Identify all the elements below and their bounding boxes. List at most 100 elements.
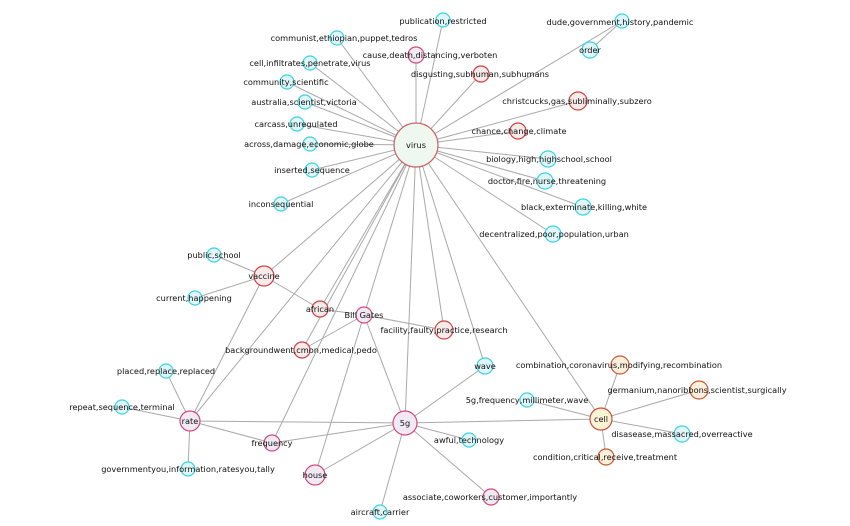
edge-virus-g5 [404, 144, 417, 424]
node-label-n_chance: chance,change,climate [471, 126, 566, 136]
node-n_dude[interactable] [614, 13, 630, 29]
node-label-n_publication: publication,restricted [399, 16, 486, 26]
node-label-billgates: Bill Gates [345, 310, 384, 320]
node-n_across[interactable] [302, 136, 318, 152]
node-label-n_across: across,damage,economic,globe [244, 139, 374, 149]
node-cell[interactable] [589, 407, 613, 431]
node-n_communist[interactable] [329, 30, 345, 46]
node-n_black[interactable] [574, 198, 592, 216]
node-label-n_decentralized: decentralized,poor,population,urban [479, 229, 629, 239]
edge-virus-n_inconsequential [280, 144, 417, 205]
node-label-n_disgusting: disgusting,subhuman,subhumans [411, 69, 549, 79]
node-label-african: african [306, 304, 334, 314]
node-house[interactable] [304, 464, 326, 486]
edge-g5-cell [404, 418, 602, 424]
edge-cell-n_5gfreq [526, 399, 602, 420]
node-n_publication[interactable] [435, 12, 451, 28]
edge-vaccine-n_current [194, 275, 265, 299]
node-virus[interactable] [393, 122, 439, 168]
node-n_cell_infil[interactable] [302, 55, 318, 71]
node-label-n_biology: biology,high,highschool,school [486, 154, 612, 164]
node-n_cause[interactable] [407, 46, 425, 64]
node-billgates[interactable] [355, 306, 373, 324]
node-label-cell: cell [594, 414, 608, 424]
node-n_placed[interactable] [158, 363, 174, 379]
node-rate[interactable] [179, 410, 201, 432]
node-n_order[interactable] [581, 41, 599, 59]
node-label-vaccine: vaccine [248, 271, 279, 281]
edge-virus-n_community [286, 81, 417, 146]
edge-g5-house [314, 422, 406, 476]
node-label-n_governmentyou: governmentyou,information,ratesyou,tally [101, 464, 275, 474]
node-n_inconsequential[interactable] [273, 196, 289, 212]
node-g5[interactable] [392, 410, 418, 436]
edge-g5-n_associate [404, 422, 492, 498]
node-label-n_germanium: germanium,nanoribbons,scientist,surgical… [607, 385, 786, 395]
node-wave[interactable] [476, 357, 494, 375]
node-label-n_doctor: doctor,fire,nurse,threatening [488, 176, 606, 186]
edge-virus-n_facility [415, 144, 445, 331]
node-n_chance[interactable] [509, 122, 527, 140]
node-n_facility[interactable] [434, 320, 454, 340]
node-label-n_placed: placed,replace,replaced [117, 366, 215, 376]
edge-vaccine-rate [189, 275, 265, 422]
node-frequency[interactable] [263, 434, 281, 452]
edge-rate-g5 [189, 420, 406, 424]
node-label-n_inserted: inserted,sequence [274, 165, 350, 175]
node-n_background[interactable] [293, 341, 311, 359]
edge-virus-wave [415, 144, 486, 367]
edge-rate-frequency [189, 420, 273, 444]
edge-g5-wave [404, 365, 486, 424]
node-label-rate: rate [182, 416, 199, 426]
node-label-n_disease: disasease,massacred,overreactive [611, 429, 752, 439]
node-n_aircraft[interactable] [372, 504, 388, 520]
node-n_condition[interactable] [597, 448, 615, 466]
edge-virus-cell [415, 144, 602, 420]
edge-virus-african [319, 144, 417, 310]
node-n_doctor[interactable] [536, 172, 554, 190]
node-n_public[interactable] [206, 247, 222, 263]
node-label-n_public: public,school [187, 250, 241, 260]
node-n_community[interactable] [279, 74, 295, 90]
node-n_associate[interactable] [482, 488, 500, 506]
node-n_governmentyou[interactable] [180, 461, 196, 477]
node-label-house: house [303, 470, 328, 480]
node-n_5gfreq[interactable] [519, 392, 535, 408]
node-n_biology[interactable] [539, 150, 557, 168]
node-n_current[interactable] [187, 290, 203, 306]
node-n_decentralized[interactable] [544, 225, 562, 243]
node-n_awful[interactable] [461, 432, 477, 448]
node-african[interactable] [311, 300, 329, 318]
node-label-n_associate: associate,coworkers,customer,importantly [403, 492, 577, 502]
node-n_christcucks[interactable] [568, 91, 588, 111]
node-n_inserted[interactable] [304, 162, 320, 178]
node-label-n_current: current,happening [156, 293, 232, 303]
edge-billgates-n_facility [363, 314, 445, 331]
node-n_australia[interactable] [297, 94, 313, 110]
node-vaccine[interactable] [253, 265, 275, 287]
edge-vaccine-african [263, 275, 321, 310]
node-label-n_aircraft: aircraft,carrier [351, 507, 410, 517]
node-label-n_condition: condition,critical,receive,treatment [533, 452, 678, 462]
node-n_combination[interactable] [610, 355, 630, 375]
node-n_disgusting[interactable] [472, 65, 490, 83]
edge-virus-n_black [415, 144, 584, 208]
edge-billgates-n_background [301, 314, 365, 351]
node-label-n_combination: combination,coronavirus,modifying,recomb… [516, 360, 722, 370]
node-label-n_carcass: carcass,unregulated [254, 119, 337, 129]
node-n_disease[interactable] [673, 425, 691, 443]
edge-g5-frequency [271, 422, 406, 444]
edge-cell-n_germanium [600, 389, 700, 420]
edge-virus-vaccine [263, 144, 417, 277]
node-n_repeat[interactable] [114, 399, 130, 415]
node-label-n_community: community,scientific [243, 77, 328, 87]
node-n_carcass[interactable] [289, 116, 305, 132]
node-label-n_australia: australia,scientist,victoria [251, 97, 357, 107]
edge-billgates-g5 [363, 314, 406, 424]
node-label-n_dude: dude,government,history,pandemic [547, 17, 694, 27]
edge-virus-rate [189, 144, 417, 422]
node-label-n_repeat: repeat,sequence,terminal [69, 402, 175, 412]
node-n_germanium[interactable] [689, 380, 709, 400]
